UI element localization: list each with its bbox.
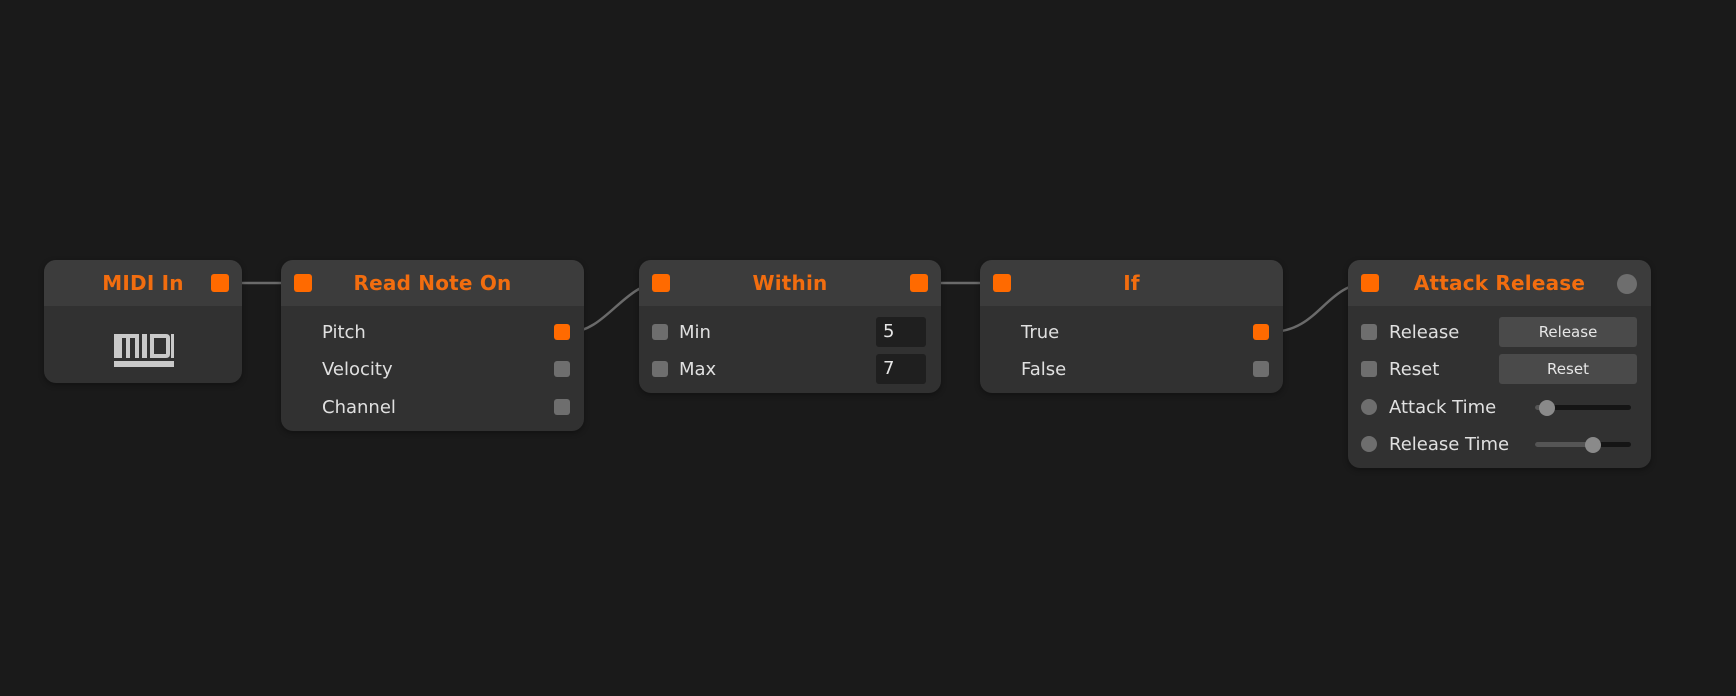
node-header[interactable]: Attack Release [1348,260,1651,306]
midi-logo-icon [114,334,174,367]
node-if[interactable]: If True False [980,260,1283,393]
output-port-velocity[interactable] [554,361,570,377]
node-read-note-on[interactable]: Read Note On Pitch Velocity Channel [281,260,584,431]
output-label: Pitch [322,321,366,343]
output-label: False [1021,358,1067,380]
output-port-false[interactable] [1253,361,1269,377]
output-row-true: True [980,314,1283,350]
input-port[interactable] [1361,274,1379,292]
slider-input-port-attack-time[interactable] [1361,399,1377,415]
param-input-port-min[interactable] [652,324,668,340]
trigger-row-reset: Reset Reset [1348,351,1651,387]
slider-input-port-release-time[interactable] [1361,436,1377,452]
node-header[interactable]: Read Note On [281,260,584,306]
output-port-channel[interactable] [554,399,570,415]
node-within[interactable]: Within Min 5 Max 7 [639,260,941,393]
param-row-min: Min 5 [639,314,941,350]
slider-knob[interactable] [1538,399,1555,416]
slider-knob[interactable] [1584,436,1601,453]
node-title: Attack Release [1413,271,1586,295]
node-header[interactable]: Within [639,260,941,306]
trigger-label: Reset [1389,358,1440,380]
param-label: Min [679,321,711,343]
node-title: Within [752,271,828,295]
node-midi-in[interactable]: MIDI In [44,260,242,383]
slider-label: Release Time [1389,433,1510,455]
output-port[interactable] [910,274,928,292]
output-row-pitch: Pitch [281,314,584,350]
reset-button[interactable]: Reset [1499,354,1637,384]
slider-fill [1535,442,1593,447]
param-label: Max [679,358,717,380]
param-row-max: Max 7 [639,351,941,387]
slider-row-attack-time: Attack Time [1348,389,1651,425]
release-time-slider[interactable] [1535,436,1631,453]
output-port[interactable] [211,274,229,292]
max-value-field[interactable]: 7 [876,354,926,384]
output-port-true[interactable] [1253,324,1269,340]
param-input-port-max[interactable] [652,361,668,377]
attack-time-slider[interactable] [1535,399,1631,416]
slider-label: Attack Time [1389,396,1497,418]
min-value-field[interactable]: 5 [876,317,926,347]
trigger-row-release: Release Release [1348,314,1651,350]
output-label: Channel [322,396,396,418]
release-button[interactable]: Release [1499,317,1637,347]
input-port[interactable] [294,274,312,292]
output-label: True [1021,321,1060,343]
node-header[interactable]: MIDI In [44,260,242,306]
node-title: Read Note On [353,271,512,295]
node-attack-release[interactable]: Attack Release Release Release Reset Res… [1348,260,1651,468]
node-title: If [1123,271,1140,295]
trigger-input-port-release[interactable] [1361,324,1377,340]
trigger-label: Release [1389,321,1460,343]
input-port[interactable] [652,274,670,292]
input-port[interactable] [993,274,1011,292]
node-title: MIDI In [102,271,184,295]
output-port-pitch[interactable] [554,324,570,340]
slider-row-release-time: Release Time [1348,426,1651,462]
output-row-velocity: Velocity [281,351,584,387]
output-row-channel: Channel [281,389,584,425]
output-row-false: False [980,351,1283,387]
trigger-input-port-reset[interactable] [1361,361,1377,377]
node-header[interactable]: If [980,260,1283,306]
output-label: Velocity [322,358,393,380]
output-port[interactable] [1617,274,1637,294]
